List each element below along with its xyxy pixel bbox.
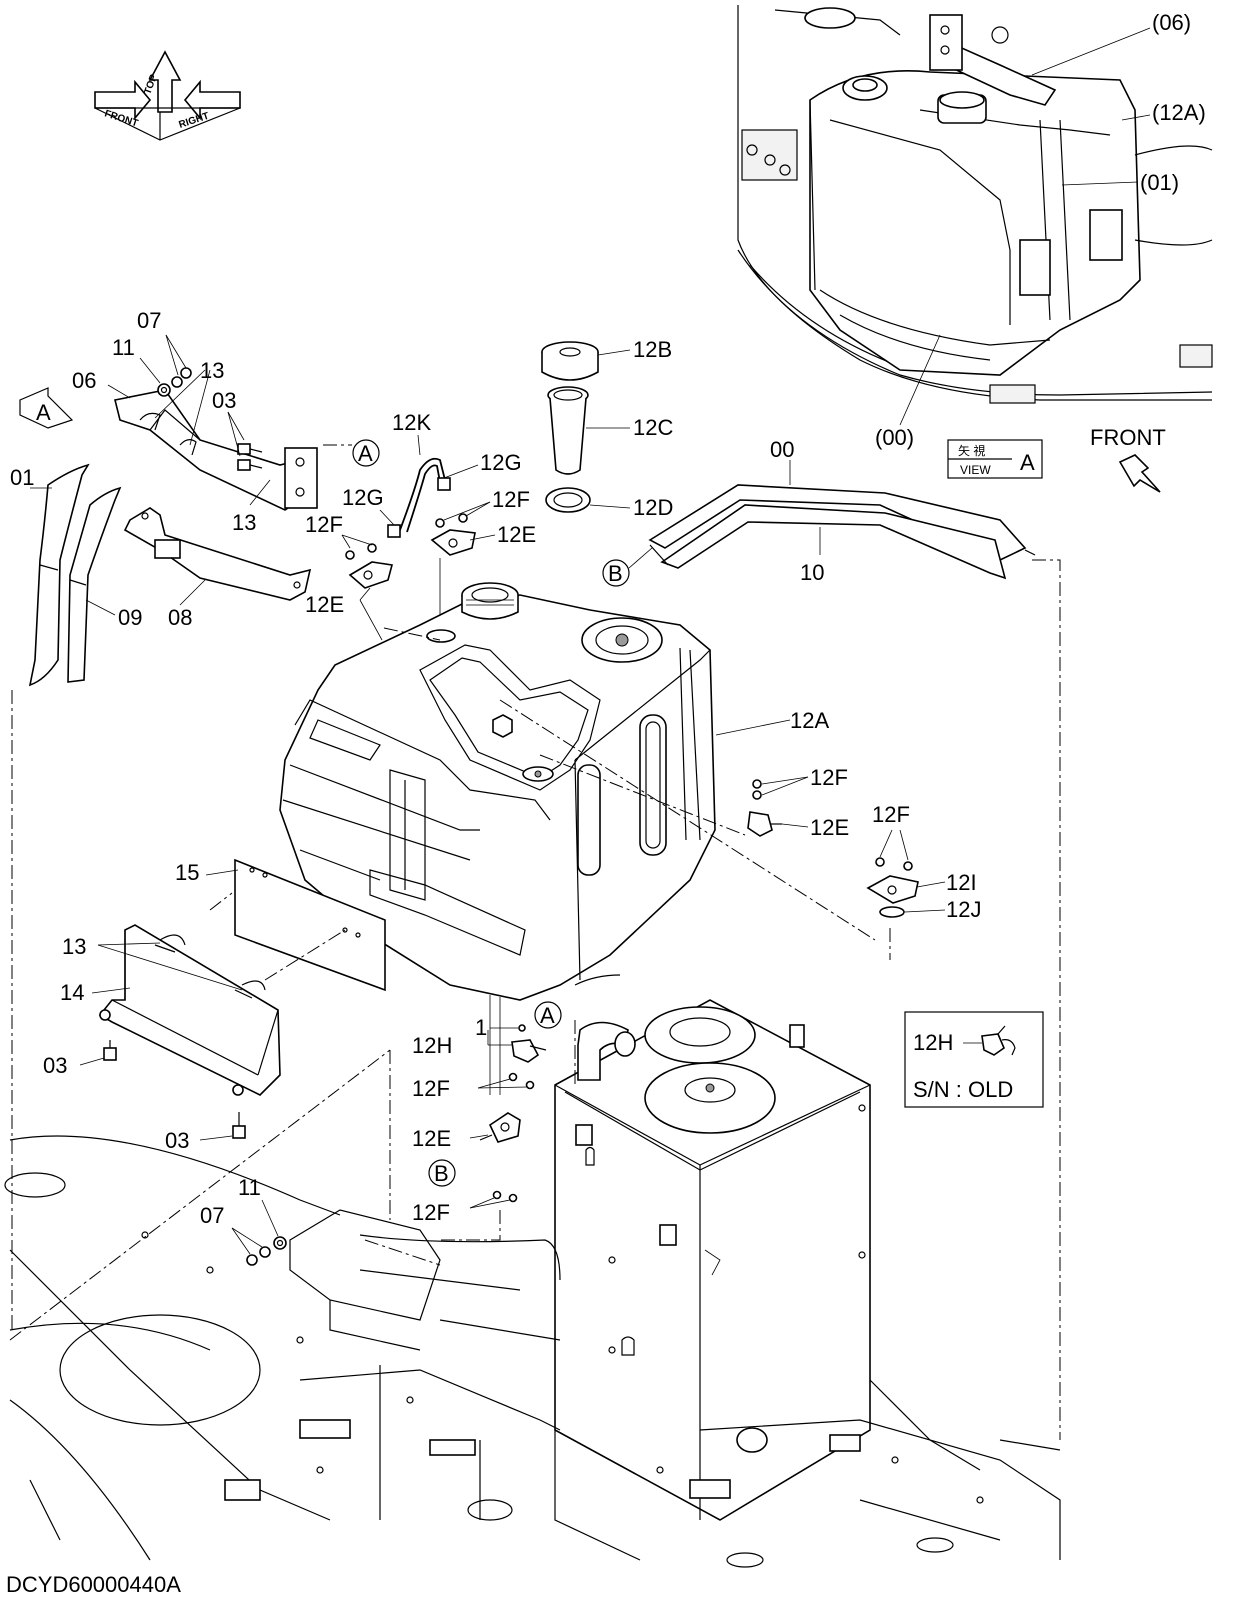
- hydraulic-tank: [554, 999, 871, 1521]
- hose-fittings-group: 12K 12G 12G 12F 12E 12F 12E: [305, 410, 536, 641]
- guard-plate-group: 15 13 14 03 03: [43, 858, 386, 1153]
- label-12f-bottom-1: 12F: [412, 1076, 450, 1101]
- front-arrow-label: FRONT: [1090, 425, 1166, 450]
- fuel-tank-12a: 12A: [279, 582, 829, 1095]
- label-13-top: 13: [200, 358, 224, 383]
- view-a-label-box: 矢 視 VIEW A: [947, 439, 1043, 479]
- legend-box-12h-old: 12H S/N : OLD: [904, 1011, 1044, 1108]
- label-12a: 12A: [790, 708, 829, 733]
- label-09: 09: [118, 605, 142, 630]
- label-12f-bottom-2: 12F: [412, 1200, 450, 1225]
- label-14: 14: [60, 980, 84, 1005]
- legend-part-label: 12H: [913, 1030, 953, 1055]
- label-12g-left: 12G: [342, 485, 384, 510]
- label-12f-top: 12F: [492, 487, 530, 512]
- label-12e-right: 12E: [810, 815, 849, 840]
- label-12e-left: 12E: [305, 592, 344, 617]
- orientation-front-label: FRONT: [103, 108, 139, 129]
- label-13-guard: 13: [62, 934, 86, 959]
- label-00: 00: [770, 437, 794, 462]
- front-direction-arrow: FRONT: [1090, 425, 1166, 493]
- label-06: 06: [72, 368, 96, 393]
- label-13-mid: 13: [232, 510, 256, 535]
- label-12i: 12I: [946, 870, 977, 895]
- side-fitting-group: 12F 12E 12F 12I 12J: [747, 765, 981, 922]
- orientation-indicator: FRONT TOP RIGHT: [94, 50, 241, 141]
- label-12e-top: 12E: [497, 522, 536, 547]
- orientation-right-label: RIGHT: [178, 111, 211, 131]
- label-12f-right: 12F: [810, 765, 848, 790]
- nut-washer-lower: 07 11: [200, 1175, 287, 1266]
- label-12d: 12D: [633, 495, 673, 520]
- view-word-label: VIEW: [960, 463, 991, 477]
- bottom-fitting-group: 1 12H A 12F 12E B 12F: [412, 1001, 562, 1225]
- label-12b: 12B: [633, 337, 672, 362]
- bolt-03-upper: 03: [212, 388, 263, 471]
- label-01: 01: [10, 465, 34, 490]
- label-03-low: 03: [165, 1128, 189, 1153]
- legend-note: S/N : OLD: [913, 1077, 1013, 1102]
- tank-straps: 00 10 B: [602, 437, 1036, 587]
- label-12c: 12C: [633, 415, 673, 440]
- inset-callout-00: (00): [875, 425, 914, 450]
- circle-ref-b-2: B: [434, 1161, 449, 1186]
- circle-ref-a-2: A: [540, 1003, 555, 1028]
- label-03-mid: 03: [43, 1053, 67, 1078]
- inset-callout-01: (01): [1140, 170, 1179, 195]
- circle-ref-a-1: A: [358, 441, 373, 466]
- circle-ref-b-1: B: [608, 561, 623, 586]
- dashed-leaders: [9, 559, 1061, 1440]
- view-a-arrow-letter: A: [36, 400, 51, 425]
- machine-frame: [4, 1135, 1061, 1568]
- label-10: 10: [800, 560, 824, 585]
- label-15: 15: [175, 860, 199, 885]
- label-03-top: 03: [212, 388, 236, 413]
- bracket-assembly-left: A 01 09 06 13 13: [10, 308, 380, 687]
- view-letter-label: A: [1020, 450, 1035, 475]
- label-1: 1: [475, 1015, 487, 1040]
- label-12h: 12H: [412, 1033, 452, 1058]
- label-07-low: 07: [200, 1203, 224, 1228]
- inset-view-a: (06) (12A) (01) (00): [737, 5, 1213, 450]
- view-kanji-label: 矢 視: [958, 443, 985, 458]
- label-12f-left: 12F: [305, 512, 343, 537]
- inset-callout-12a: (12A): [1152, 100, 1206, 125]
- inset-callout-06: (06): [1152, 10, 1191, 35]
- filler-cap-group: 12B 12C 12D: [541, 337, 673, 520]
- label-12f-farright: 12F: [872, 802, 910, 827]
- drawing-code: DCYD60000440A: [6, 1572, 181, 1597]
- label-07-top: 07: [137, 308, 161, 333]
- label-12g-top: 12G: [480, 450, 522, 475]
- label-12j: 12J: [946, 897, 981, 922]
- label-11-top: 11: [112, 335, 135, 360]
- label-08: 08: [168, 605, 192, 630]
- label-12e-bottom: 12E: [412, 1126, 451, 1151]
- label-12k: 12K: [392, 410, 431, 435]
